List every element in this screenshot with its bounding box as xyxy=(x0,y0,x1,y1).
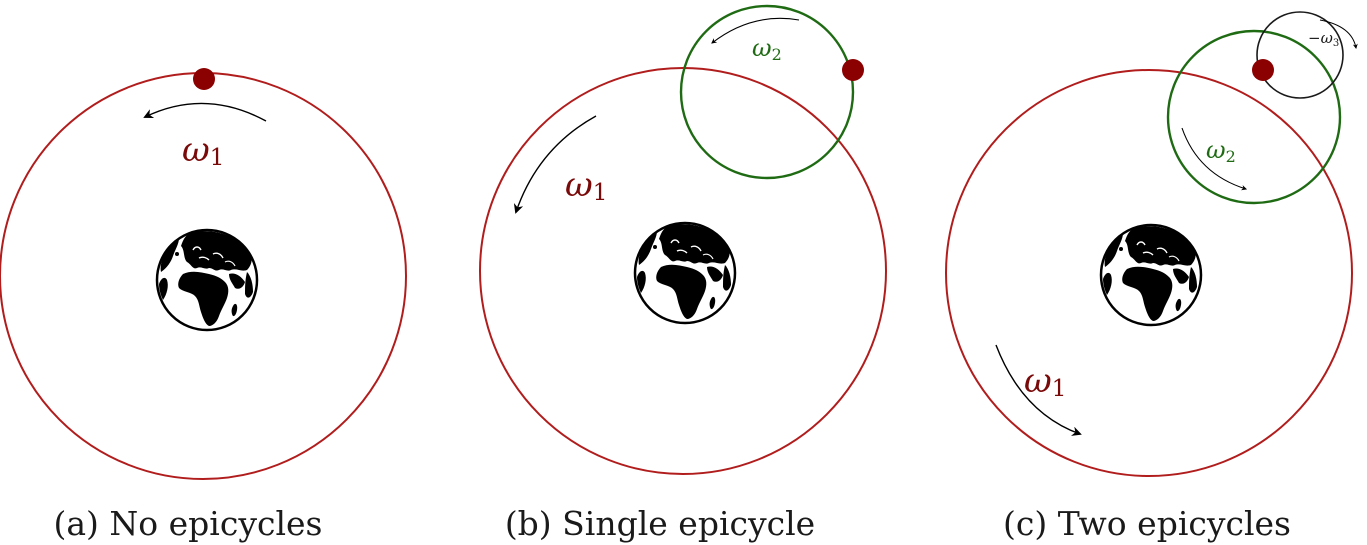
omega2-arrow xyxy=(1181,127,1248,191)
earth-globe-icon xyxy=(1099,223,1203,327)
omega1-arrow xyxy=(513,115,597,214)
omega1-label: ω1 xyxy=(182,130,224,171)
epicycle-1-circle xyxy=(1166,29,1342,205)
omega3-label: −ω3 xyxy=(1308,29,1339,49)
omega2-label: ω2 xyxy=(1206,136,1236,166)
planet-dot xyxy=(193,68,215,90)
panel-caption: (a) No epicycles xyxy=(54,504,323,543)
planet-dot xyxy=(842,59,864,81)
panel-b: ω2 ω1 (b) Single epicycle xyxy=(479,4,887,543)
panel-c: −ω3 ω2 ω1 (c) Two epicycles xyxy=(945,11,1358,543)
epicycle-circle xyxy=(679,4,855,180)
omega1-arrow xyxy=(143,102,267,122)
panel-caption: (c) Two epicycles xyxy=(1003,504,1291,543)
omega1-label: ω1 xyxy=(565,165,607,206)
panel-a: ω1 (a) No epicycles xyxy=(0,68,407,543)
omega2-arrow xyxy=(711,17,800,44)
omega3-arrow xyxy=(1319,19,1358,49)
omega1-label: ω1 xyxy=(1024,361,1066,402)
omega2-label: ω2 xyxy=(752,34,782,64)
omega1-arrow xyxy=(995,344,1082,436)
earth-globe-icon xyxy=(155,228,259,332)
epicycle-2-circle xyxy=(1256,11,1344,99)
deferent-circle xyxy=(479,67,887,475)
planet-dot xyxy=(1252,59,1274,81)
earth-globe-icon xyxy=(633,221,737,325)
deferent-circle xyxy=(945,69,1353,477)
panel-caption: (b) Single epicycle xyxy=(505,504,815,543)
